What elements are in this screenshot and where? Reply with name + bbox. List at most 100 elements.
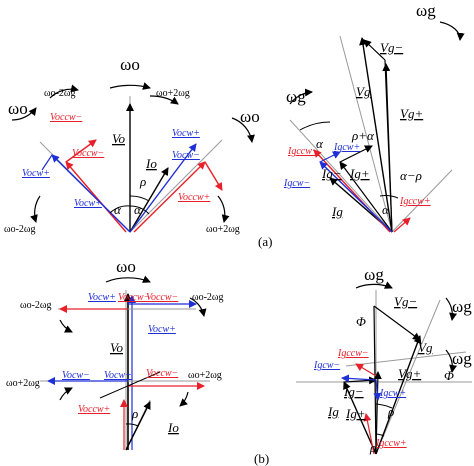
- ig-label: Ig: [331, 204, 343, 219]
- freq-minus-label-b-right: ωo-2ωg: [192, 292, 224, 303]
- freq-minus-label-top: ωo-2ωg: [44, 88, 76, 99]
- rotation-arc-right-b: [189, 297, 207, 317]
- igcw-plus-label: Igcw+: [333, 142, 360, 153]
- freq-plus-label-b-right: ωo+2ωg: [188, 370, 222, 381]
- vocw-plus-phasor: [51, 154, 131, 233]
- rho-arc-b: [125, 423, 139, 427]
- vocw-minus-label: Vocw−: [172, 150, 200, 161]
- rotation-arc-minus2: [49, 84, 79, 99]
- omega-o-label-top: ωo: [120, 55, 140, 74]
- vg-phasor-b: [375, 335, 422, 455]
- igccw-plus-phasor-b: [363, 413, 375, 455]
- panel-b-label: (b): [254, 451, 269, 466]
- freq-minus-label-bottom: ωo-2ωg: [4, 224, 36, 235]
- rotation-arc-left-b: [59, 319, 73, 333]
- vocw-plus-tick: [41, 154, 53, 171]
- ig-plus-label-b: Ig+: [345, 406, 366, 421]
- vocw-plus-label-2: Vocw+: [74, 198, 102, 209]
- io-guide-line: [99, 371, 161, 399]
- rotation-arc-right-bottom: [217, 195, 230, 223]
- igccw-minus-label: Igccw−: [287, 146, 319, 157]
- voccw-minus-label-2: Voccw−: [72, 148, 104, 159]
- alpha-arc-top: [299, 121, 331, 131]
- igccw-minus-label-b: Igccw−: [337, 348, 369, 359]
- omega-o-label-left: ωo: [8, 99, 28, 118]
- vo-label: Vo: [112, 131, 126, 146]
- rotation-arc-omega-g-top: [439, 21, 465, 41]
- vocw-plus-label-right: Vocw+: [172, 128, 200, 139]
- rotation-arc-top: [109, 82, 151, 90]
- vocw-minus-phasor: [129, 143, 197, 233]
- omega-o-label-right: ωo: [240, 107, 260, 126]
- vg-plus-label-b: Vg+: [398, 366, 421, 381]
- vg-plus-phasor: [382, 63, 393, 233]
- igcw-plus-phasor-b: [373, 379, 382, 401]
- freq-plus-label-bottom: ωo+2ωg: [206, 224, 240, 235]
- voccw-plus-rotating: [204, 161, 223, 191]
- ig-minus-label-b: Ig−: [343, 384, 364, 399]
- alpha-label-left: α: [114, 202, 122, 217]
- vg-plus-label: Vg+: [400, 106, 423, 121]
- igcw-plus-phasor: [319, 151, 341, 163]
- vg-plus-phasor-b: [373, 371, 382, 455]
- alpha-arc-right: [129, 205, 150, 215]
- rho-label-b-right-2: ρ: [369, 440, 376, 455]
- vo-label-b: Vo: [110, 340, 124, 355]
- rotation-arc-left-bottom: [30, 195, 41, 223]
- rho-plus-alpha-label: ρ+α: [351, 128, 375, 143]
- guide-line: [289, 119, 393, 233]
- voccw-minus-label-b2: Voccw−: [146, 292, 178, 303]
- phi-label-b-top: Φ: [356, 314, 366, 329]
- panel-a-left: ωo ωo ωo ωo-2ωg ωo+2ωg ωo-2ωg ωo+2ωg Vo …: [4, 55, 260, 235]
- ig-phasor-b: [343, 381, 377, 455]
- igcw-plus-label-b: Igcw+: [379, 388, 406, 399]
- vocw-plus-label-b2: Vocw+: [148, 324, 176, 335]
- guide-line: [391, 169, 453, 233]
- omega-g-label-b-right: ωg: [452, 297, 472, 316]
- phi-label-b-right: Φ: [444, 368, 454, 383]
- guide-line: [345, 351, 467, 367]
- rotation-arc-left-b2: [59, 387, 73, 401]
- igccw-plus-label-b: Igccw+: [375, 438, 407, 449]
- vg-minus-phasor: [363, 39, 386, 61]
- alpha-label-right: α: [134, 202, 142, 217]
- vg-minus-phasor-b: [373, 305, 421, 341]
- alpha-label-top: α: [316, 136, 324, 151]
- guide-line: [375, 299, 441, 455]
- ig-plus-label: Ig+: [349, 166, 370, 181]
- rotation-arc-right-b2: [179, 391, 189, 407]
- vocw-minus-label-b: Vocw−: [62, 370, 90, 381]
- io-label: Io: [145, 156, 157, 171]
- voccw-plus-phasor: [133, 161, 206, 233]
- ig-minus-phasor: [339, 161, 393, 233]
- alpha-minus-rho-label: α−ρ: [400, 168, 422, 183]
- alpha-arc-left: [109, 205, 131, 214]
- igcw-minus-label: Igcw−: [283, 178, 310, 189]
- rho-arc-b-right-2: [375, 403, 393, 409]
- panel-b-left: ωo ωo-2ωg ωo-2ωg ωo+2ωg ωo+2ωg Vocw+ Voc…: [6, 257, 224, 451]
- voccw-minus-rotating: [65, 139, 97, 163]
- panel-b-right: ωg ωg ωg Vg− Vg Vg+ Igcw− Igccw− Ig− Igc…: [296, 265, 472, 455]
- igcw-minus-label-b: Igcw−: [313, 360, 340, 371]
- vg-minus-label: Vg−: [380, 40, 403, 55]
- ig-label-b: Ig: [327, 404, 339, 419]
- igcw-minus-phasor: [319, 161, 393, 233]
- rotation-arc-omega-g-b-right2: [445, 349, 458, 373]
- freq-minus-label-b: ωo-2ωg: [20, 300, 52, 311]
- rotation-arc-omega-g-b-top: [355, 281, 393, 289]
- igccw-plus-label: Igccw+: [399, 196, 431, 207]
- guide-line: [339, 35, 393, 233]
- rho-label-b: ρ: [131, 406, 138, 421]
- vocw-plus-label-b: Vocw+: [88, 292, 116, 303]
- vocw-plus-label-b3: Vocw+: [104, 370, 132, 381]
- rotation-arc-left-top: [11, 107, 37, 121]
- alpha-arc-bottom: [379, 195, 399, 199]
- rho-label: ρ: [139, 174, 146, 189]
- panel-a-label: (a): [258, 234, 272, 249]
- rotation-arc-omega-g-b-right: [445, 297, 458, 321]
- io-label-b: Io: [167, 420, 179, 435]
- voccw-minus-label-b3: Voccw−: [146, 368, 178, 379]
- omega-g-label-b-right2: ωg: [452, 349, 472, 368]
- omega-o-label-b: ωo: [116, 257, 136, 276]
- vg-phasor: [359, 37, 393, 233]
